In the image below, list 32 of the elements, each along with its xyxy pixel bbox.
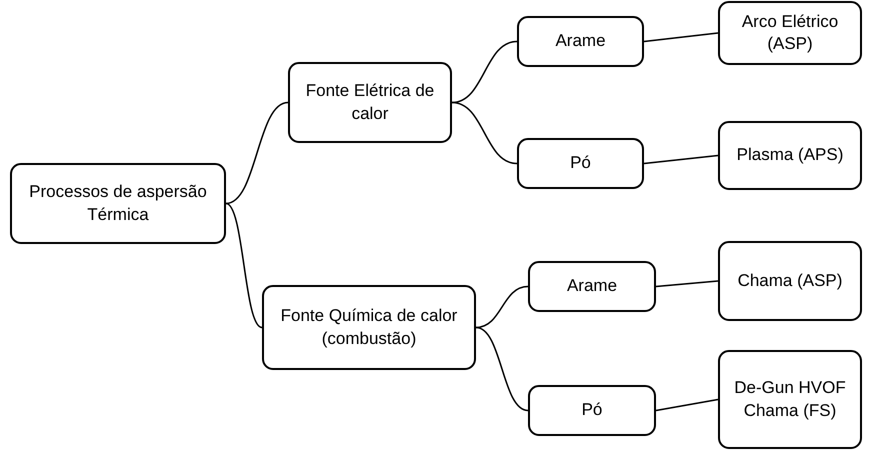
process-box [528,261,656,312]
box-label: Arco Elétrico (ASP) [740,10,840,55]
box-label: Pó [582,399,602,422]
box-label: Chama (ASP) [738,270,842,292]
box-label: Pó [570,152,591,174]
box-label: Arame [566,275,618,298]
connector-line [644,32,718,42]
process-box [517,138,644,189]
connector-line [656,398,718,412]
connector-line [476,286,528,328]
box-label: Fonte Elétrica de calor [304,80,436,124]
connector-line [644,154,718,164]
connector-line [452,102,518,164]
box-label: Processos de aspersão Térmica [28,181,208,226]
process-box [288,62,452,143]
process-box [10,163,226,244]
connector-line [656,280,718,288]
process-box [262,285,476,370]
process-box [718,241,862,321]
connector-line [452,40,518,104]
process-box [528,385,656,436]
connector-line [226,102,288,204]
connector-line [476,326,528,412]
box-label: Fonte Química de calor (combustão) [280,305,458,350]
process-box [718,1,862,65]
connector-line [226,202,262,328]
box-label: De-Gun HVOF Chama (FS) [733,377,847,422]
process-box [718,121,862,190]
process-box [517,16,644,67]
process-box [718,350,862,449]
box-label: Arame [555,30,606,52]
box-label: Plasma (APS) [736,144,844,166]
